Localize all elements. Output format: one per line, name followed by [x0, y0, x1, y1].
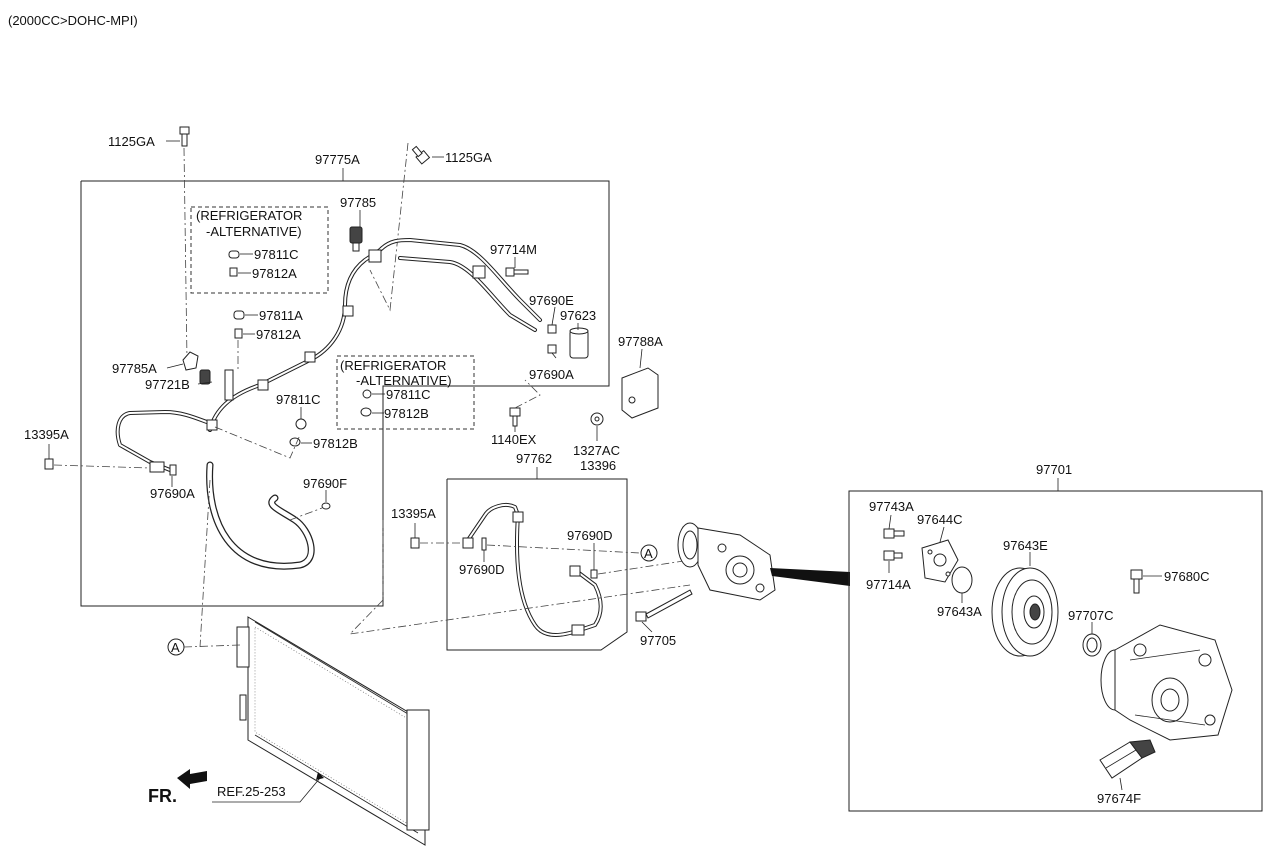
group-box-97701 [848, 490, 1263, 812]
alt2-line1: (REFRIGERATOR [340, 358, 446, 373]
callout-13395A-mid[interactable]: 13395A [391, 506, 436, 521]
callout-97701[interactable]: 97701 [1036, 462, 1072, 477]
callout-97785A[interactable]: 97785A [112, 361, 157, 376]
callout-97775A[interactable]: 97775A [315, 152, 360, 167]
pressure-valve-97674F-icon [1099, 739, 1156, 779]
callout-97721B[interactable]: 97721B [145, 377, 190, 392]
bolt-97705-icon [635, 589, 693, 622]
pulley-97643E-icon [991, 567, 1059, 657]
callout-97644C[interactable]: 97644C [917, 512, 963, 527]
marker-a-right [640, 544, 658, 562]
callout-97714A[interactable]: 97714A [866, 577, 911, 592]
hub-97644C-icon [921, 539, 959, 583]
callout-97623[interactable]: 97623 [560, 308, 596, 323]
callout-1327AC[interactable]: 1327AC [573, 443, 620, 458]
callout-1125GA-right[interactable]: 1125GA [445, 150, 492, 165]
callout-97643A[interactable]: 97643A [937, 604, 982, 619]
sensor-97721B-icon [199, 369, 211, 385]
marker-a-right-label: A [644, 546, 653, 561]
alternative-box-2 [336, 355, 475, 430]
bolt-97714A-icon [883, 550, 903, 561]
callout-97690A-left[interactable]: 97690A [150, 486, 195, 501]
callout-97690E[interactable]: 97690E [529, 293, 574, 308]
callout-97690D-right[interactable]: 97690D [567, 528, 613, 543]
callout-1125GA-left[interactable]: 1125GA [108, 134, 155, 149]
callout-97714M[interactable]: 97714M [490, 242, 537, 257]
alt1-part1[interactable]: 97811C [254, 247, 299, 262]
callout-97690F[interactable]: 97690F [303, 476, 347, 491]
alt2-part1[interactable]: 97811C [386, 387, 431, 402]
callout-97690D-left[interactable]: 97690D [459, 562, 505, 577]
callout-97811C-mid[interactable]: 97811C [276, 392, 321, 407]
callout-97707C[interactable]: 97707C [1068, 608, 1114, 623]
front-indicator: FR. [148, 786, 177, 806]
bracket-97788A-icon [621, 367, 659, 419]
compressor-body-icon [1100, 624, 1233, 741]
bolt-1125GA-right-icon [411, 145, 431, 165]
bolt-97680C-icon [1130, 569, 1143, 594]
marker-a-left-label: A [171, 640, 180, 655]
suction-hose [206, 461, 315, 570]
bolt-13395A-left-icon [44, 458, 54, 470]
callout-97788A[interactable]: 97788A [618, 334, 663, 349]
callout-1140EX[interactable]: 1140EX [491, 432, 537, 447]
alternative-box-1 [190, 206, 329, 294]
bolt-1125GA-left-icon [179, 126, 190, 147]
engine-spec: (2000CC>DOHC-MPI) [8, 13, 138, 28]
shim-97643A-icon [951, 566, 973, 594]
front-arrow-icon [177, 769, 207, 789]
group-box-97775A [80, 180, 610, 607]
ref-label[interactable]: REF.25-253 [217, 784, 286, 799]
bolt-1140EX-icon [509, 407, 521, 427]
callout-97812A-mid[interactable]: 97812A [256, 327, 301, 342]
pressure-switch-97785-icon [349, 226, 363, 252]
group-box-97762 [446, 478, 628, 651]
bolt-97743A-icon [883, 528, 905, 539]
compressor-installed-icon [677, 522, 776, 601]
callout-97743A[interactable]: 97743A [869, 499, 914, 514]
callout-97705[interactable]: 97705 [640, 633, 676, 648]
callout-97811A[interactable]: 97811A [259, 308, 303, 323]
callout-97785[interactable]: 97785 [340, 195, 376, 210]
condenser-icon [236, 616, 430, 846]
bolt-97714M-icon [505, 267, 529, 277]
detail-wedge [770, 568, 850, 586]
receiver-drier-97623-icon [569, 327, 589, 359]
clip-97785A-icon [182, 351, 199, 371]
callout-97812B-mid[interactable]: 97812B [313, 436, 358, 451]
alt1-line2: -ALTERNATIVE) [206, 224, 302, 239]
callout-97680C[interactable]: 97680C [1164, 569, 1210, 584]
alt2-part2[interactable]: 97812B [384, 406, 429, 421]
callout-97674F[interactable]: 97674F [1097, 791, 1141, 806]
alt1-part2[interactable]: 97812A [252, 266, 297, 281]
callout-13395A-left[interactable]: 13395A [24, 427, 69, 442]
callout-97690A-right[interactable]: 97690A [529, 367, 574, 382]
callout-13396[interactable]: 13396 [580, 458, 616, 473]
nut-1327AC-icon [590, 412, 604, 426]
callout-97762[interactable]: 97762 [516, 451, 552, 466]
alt1-line1: (REFRIGERATOR [196, 208, 302, 223]
callout-97643E[interactable]: 97643E [1003, 538, 1048, 553]
bolt-13395A-mid-icon [410, 537, 420, 549]
alt2-line2: -ALTERNATIVE) [356, 373, 452, 388]
